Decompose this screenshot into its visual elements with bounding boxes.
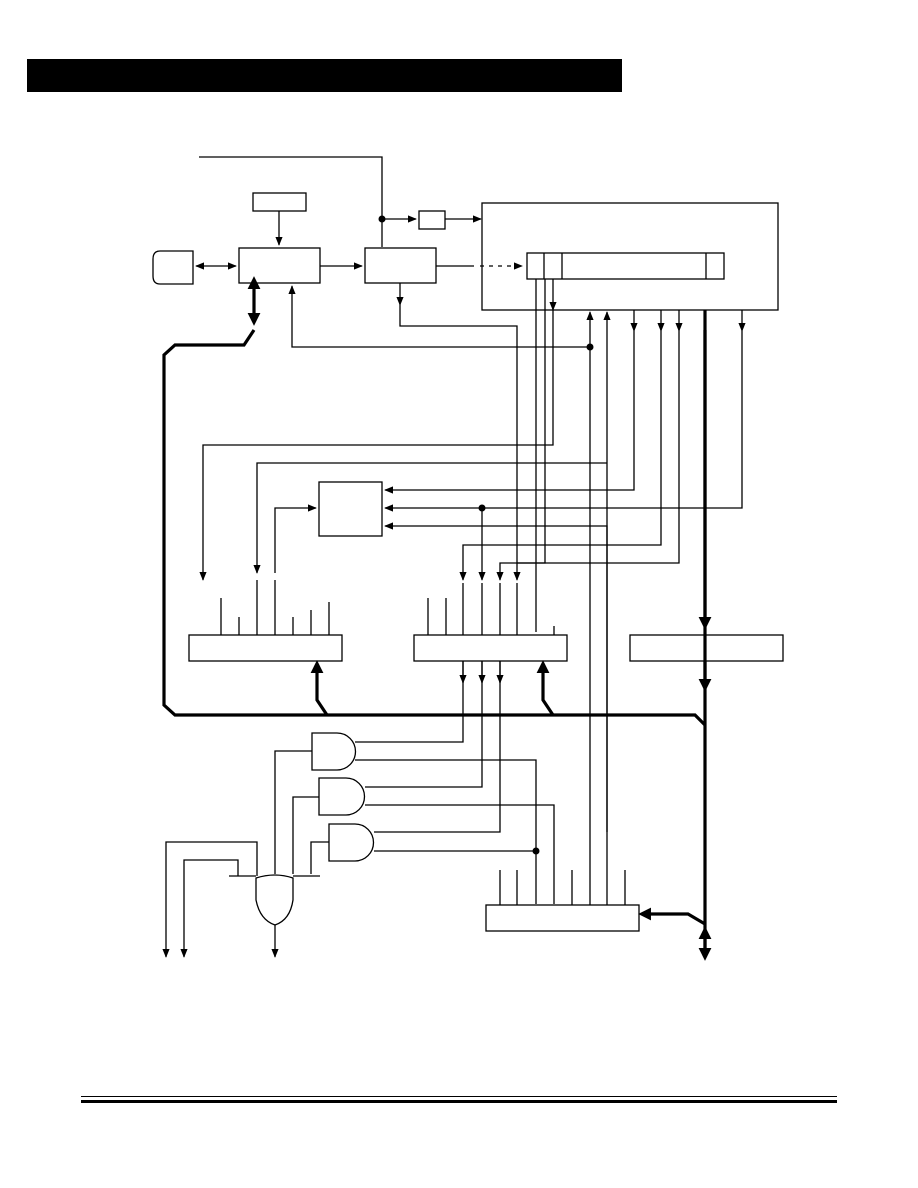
main-sig-607-left — [253, 462, 607, 574]
reg-mid-out-2 — [365, 661, 483, 788]
diagram-element — [586, 343, 594, 351]
control-out-right — [384, 522, 608, 832]
footer-rule — [81, 1096, 837, 1104]
rounded-source — [152, 250, 194, 285]
diagram-element — [378, 215, 386, 223]
diagram-element — [478, 504, 486, 512]
register-bottom — [485, 904, 640, 932]
main-block — [481, 202, 779, 311]
diagram-element — [532, 847, 540, 855]
input-signal-line — [199, 156, 383, 219]
gate3-in-left — [310, 841, 329, 874]
gate1-in-left — [274, 750, 312, 874]
bus-left-loop — [162, 329, 707, 727]
reg-mid-pins — [427, 583, 555, 635]
reg-route-left — [199, 310, 554, 581]
or-gate — [255, 874, 294, 926]
main-sig-634-route — [384, 331, 635, 494]
ext-line-2 — [180, 859, 239, 958]
and-gate-1 — [311, 732, 357, 771]
control-block — [318, 481, 383, 537]
gate2-in-left — [292, 796, 319, 874]
block-a — [238, 247, 321, 284]
reg-out-2 — [496, 279, 546, 581]
main-sig-679-route — [517, 331, 680, 564]
bus-left-reg — [310, 660, 329, 716]
gate1-in-right — [355, 759, 537, 904]
diagram-element — [152, 156, 784, 958]
reg-left-pins — [220, 580, 330, 635]
reg-bot-pins — [499, 832, 626, 905]
diagram-element — [162, 276, 712, 961]
footer-rule-thin — [81, 1096, 837, 1097]
and-gate-3 — [328, 823, 375, 862]
register-strip — [526, 252, 725, 280]
bus-mid-reg — [536, 660, 555, 716]
block-b-route — [399, 305, 521, 581]
gate2-in-right — [365, 804, 555, 904]
footer-rule-thick — [81, 1100, 837, 1103]
reg-mid-out-1 — [355, 661, 464, 743]
junction-dots — [378, 215, 594, 855]
control-in-left — [274, 504, 317, 573]
register-divisions — [543, 253, 707, 279]
main-sig-661-route — [459, 331, 662, 581]
and-gate-2 — [318, 777, 366, 816]
block-b — [364, 247, 437, 284]
feedback-line — [288, 285, 590, 348]
bus-bottom-reg — [638, 907, 706, 926]
small-box — [418, 210, 446, 230]
register-left — [188, 634, 343, 662]
reg-mid-out-3 — [374, 661, 501, 833]
header-bar — [27, 59, 622, 92]
block-top-small — [252, 192, 307, 212]
main-sig-742-route — [384, 331, 743, 512]
register-middle — [413, 634, 568, 662]
ext-line-1 — [162, 841, 258, 958]
